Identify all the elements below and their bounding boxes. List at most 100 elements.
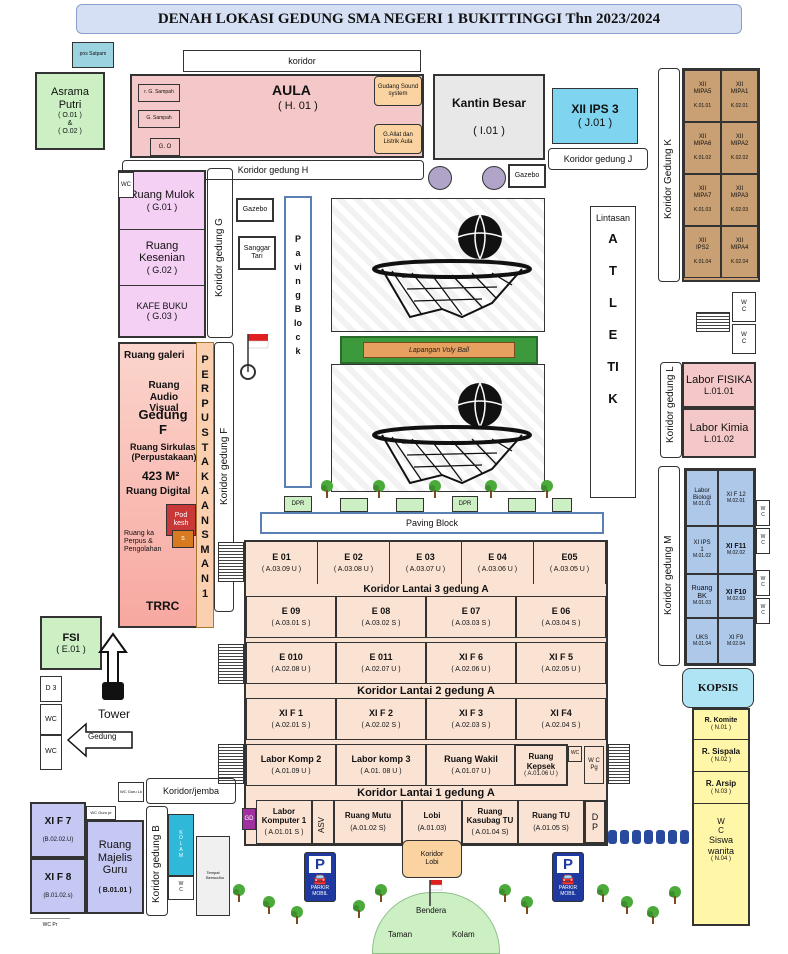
gedung-k-room-5-l1: XII — [698, 186, 707, 193]
pillar-1 — [428, 166, 452, 190]
lantai1-room-4-name: Labor Komputer 1 — [261, 806, 307, 825]
gedung-k-room-4-l1: XII — [735, 134, 744, 141]
blue-posts — [608, 826, 692, 846]
lantai3-room-7-name: E 08 — [371, 605, 391, 616]
stairs-a-left-2 — [218, 644, 244, 684]
lantai2-room-7-code: ( A.02.03 S ) — [451, 722, 491, 730]
koridor-gedung-k: Koridor Gedung K — [658, 68, 680, 282]
pos-satpam: pos Satpam — [72, 42, 114, 68]
flag-left-icon — [238, 332, 272, 382]
basketball-court-bottom — [331, 364, 545, 492]
gedung-k-room-7-code: K.01.04 — [693, 259, 712, 266]
lantai3-room-2-name: E 02 — [344, 551, 363, 562]
lintasan-atletik: Lintasan ATLETIK — [590, 206, 636, 498]
gedung-k-room-4-l2: MIPA2 — [730, 141, 749, 148]
lantai3-room-3: E 03( A.03.07 U ) — [390, 542, 462, 584]
lantai3-room-8-name: E 07 — [461, 605, 481, 616]
paving-block-vertical: Paving Block — [284, 196, 312, 488]
parking-sign-icon: P — [309, 856, 331, 874]
tree-icon — [498, 884, 512, 902]
lantai1-room-7-code: ( A.01.04 S) — [471, 829, 509, 837]
lantai1-room-4: Labor Komputer 1( A.01.01 S ) — [256, 800, 312, 844]
lantai3-room-5: E05( A.03.05 U ) — [534, 542, 606, 584]
gedung-k-room-3-l1: XII — [698, 134, 707, 141]
lantai2-room-2-name: E 011 — [369, 651, 393, 662]
lantai2-room-3: XI F 6( A.02.06 U ) — [426, 642, 516, 684]
lantai3-room-6-name: E 09 — [281, 605, 301, 616]
lantai3-room-5-name: E05 — [561, 551, 578, 562]
lantai1-room-8: Ruang TU(A.01.05 S) — [518, 800, 584, 844]
go-room: G. O — [150, 138, 180, 156]
lantai2-room-1-code: ( A.02.08 U ) — [271, 666, 311, 674]
labor-fisika: Labor FISIKA L.01.01 — [682, 362, 756, 408]
stairs-a-right-1 — [608, 744, 630, 784]
kolam-room: K O L A M — [168, 814, 194, 876]
tree-icon — [232, 884, 246, 902]
koridor-gedung-f: Koridor gedung F — [214, 342, 234, 612]
lapangan-voly-ball: Lapangan Voly Ball — [340, 336, 538, 364]
wc-pr-bottom: WC Pr — [30, 918, 70, 932]
g-sampah-room: G. Sampah — [138, 110, 180, 128]
wc-guru-pr: WC Guru pr — [86, 806, 116, 820]
lantai3-room-9-code: ( A.03.04 S ) — [541, 620, 581, 628]
gedung-k-room-4-code: K.02.02 — [730, 155, 749, 162]
wc-left-2: WC — [40, 734, 62, 770]
lantai3-room-7: E 08( A.03.02 S ) — [336, 596, 426, 638]
gedung-k-room-1-code: K.01.01 — [693, 103, 712, 110]
tree-icon — [374, 884, 388, 902]
tree-icon — [668, 886, 682, 904]
gedung-k-room-1-l2: MIPA5 — [693, 89, 712, 96]
lantai3-room-6-code: ( A.03.01 S ) — [271, 620, 311, 628]
gedung-k-room-2-l2: MIPA1 — [730, 89, 749, 96]
koridor-gedung-m: Koridor gedung M — [658, 466, 680, 666]
gudang-sampah-room: r. G. Sampah — [138, 84, 180, 102]
lantai1-room-5: Ruang Mutu(A.01.02 S) — [334, 800, 402, 844]
gedung-k-room-8-l1: XII — [735, 238, 744, 245]
r-arsip: R. Arsip( N.03 ) — [694, 772, 748, 804]
ruang-kesenian: Ruang Kesenian ( G.02 ) — [118, 230, 206, 286]
lantai2-room-6: XI F 2( A.02.02 S ) — [336, 698, 426, 740]
green-plot-2 — [396, 498, 424, 512]
gedung-k-room-6-l1: XII — [735, 186, 744, 193]
lantai3-room-4-code: ( A.03.06 U ) — [477, 566, 518, 574]
lantai1-room-2: Labor komp 3( A.01. 08 U ) — [336, 744, 426, 786]
kafe-buku: KAFE BUKU ( G.03 ) — [118, 286, 206, 338]
basketball-hoop-icon — [372, 382, 532, 485]
wc-k-1: W C — [732, 292, 756, 322]
lantai1-room-7-name: Ruang Kasubag TU — [466, 806, 514, 825]
gedung-k-room-2-l1: XII — [735, 82, 744, 89]
lantai2-room-4: XI F 5( A.02.05 U ) — [516, 642, 606, 684]
lantai1-room-5-name: Ruang Mutu — [344, 811, 392, 821]
wc-c-room: W C — [168, 876, 194, 900]
wc-m-1: W C — [756, 500, 770, 526]
perpustakaan-strip: PERPUSTAKAAN SMAN 1 — [196, 342, 214, 628]
tree-icon — [428, 480, 442, 498]
wc-siswa-wanita: W C Siswa wanita ( N.04 ) — [694, 804, 748, 876]
koridor-jemba: Koridor/jemba — [146, 778, 236, 804]
stairs-k — [696, 312, 730, 332]
lantai3-room-1-code: ( A.03.09 U ) — [261, 566, 302, 574]
lantai3-room-9-name: E 06 — [551, 605, 571, 616]
paving-block-horizontal: Paving Block — [260, 512, 604, 534]
lantai1-room-6-name: Lobi — [423, 811, 441, 821]
green-plot-4 — [552, 498, 572, 512]
gallat-listrik: G.Allat dan Listrik Aula — [374, 124, 422, 154]
flag-bottom-icon — [426, 878, 446, 908]
wc-m-3: W C — [756, 570, 770, 596]
taman-label: Taman — [388, 930, 413, 939]
tree-icon — [290, 906, 304, 924]
aula-name: AULA — [272, 82, 311, 98]
bendera-label: Bendera — [416, 906, 447, 915]
lantai3-room-8: E 07( A.03.03 S ) — [426, 596, 516, 638]
tree-icon — [540, 480, 554, 498]
gedung-k-room-5-code: K.01.03 — [693, 207, 712, 214]
koridor-lobi: Koridor Lobi — [402, 840, 462, 878]
tree-icon — [352, 900, 366, 918]
lantai3-room-3-code: ( A.03.07 U ) — [405, 566, 446, 574]
koridor-top: koridor — [183, 50, 421, 72]
